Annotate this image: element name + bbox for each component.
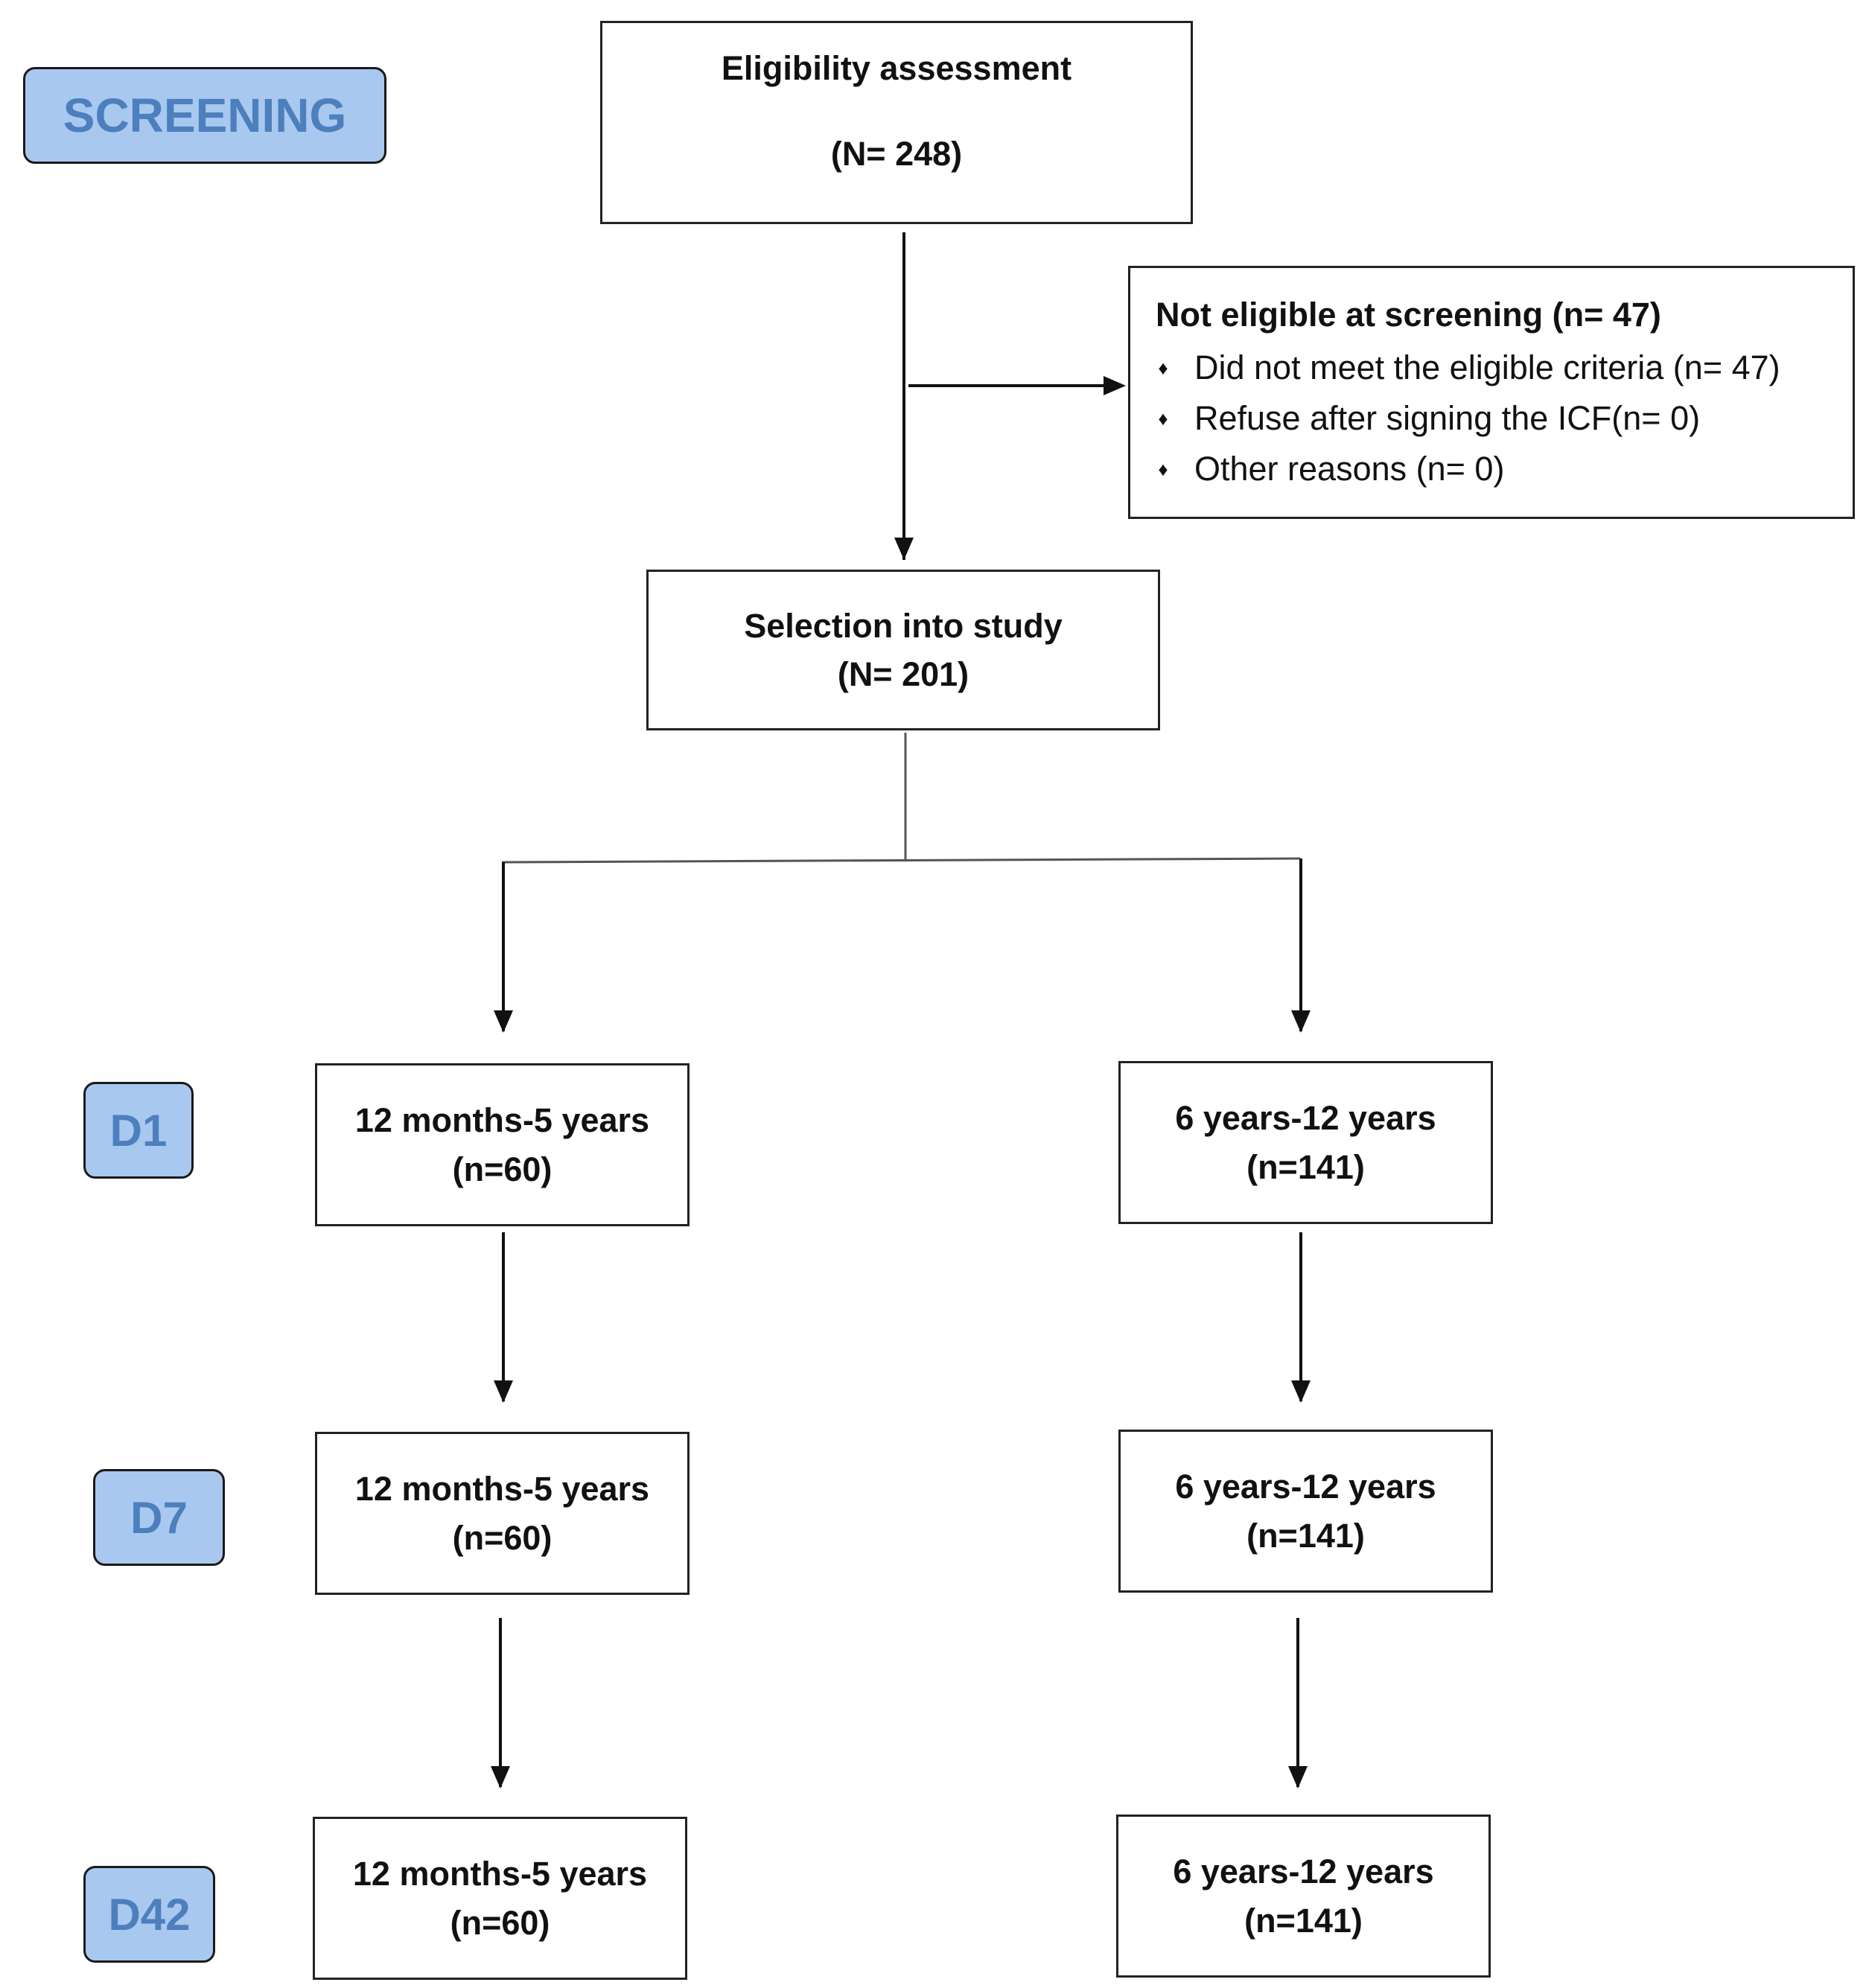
eligibility-assessment-box: Eligibility assessment (N= 248) <box>600 21 1193 224</box>
stage-label-d7-text: D7 <box>130 1492 188 1543</box>
list-item: ♦ Refuse after signing the ICF(n= 0) <box>1156 393 1853 444</box>
d7-younger-group-box: 12 months-5 years (n=60) <box>315 1432 690 1595</box>
selection-box: Selection into study (N= 201) <box>646 570 1160 730</box>
not-eligible-reasons-list: ♦ Did not meet the eligible criteria (n=… <box>1156 343 1853 494</box>
group-label: 12 months-5 years <box>352 1855 648 1893</box>
d42-younger-group-box: 12 months-5 years (n=60) <box>313 1817 687 1980</box>
group-count: (n=60) <box>450 1903 550 1942</box>
group-label: 6 years-12 years <box>1175 1099 1436 1138</box>
stage-label-d7: D7 <box>93 1469 225 1566</box>
group-label: 6 years-12 years <box>1175 1468 1436 1506</box>
group-count: (n=60) <box>452 1518 553 1557</box>
diamond-bullet-icon: ♦ <box>1158 356 1168 379</box>
group-count: (n=141) <box>1246 1516 1365 1555</box>
group-count: (n=60) <box>452 1150 553 1188</box>
arrowhead-d1-younger <box>494 1010 513 1033</box>
stage-label-d42-text: D42 <box>108 1889 191 1940</box>
diamond-bullet-icon: ♦ <box>1158 407 1168 430</box>
arrowhead-d1-older <box>1291 1010 1311 1033</box>
stage-label-d1: D1 <box>83 1082 194 1179</box>
list-item: ♦ Did not meet the eligible criteria (n=… <box>1156 343 1853 393</box>
d7-older-group-box: 6 years-12 years (n=141) <box>1118 1430 1493 1593</box>
not-eligible-reason: Did not meet the eligible criteria (n= 4… <box>1194 348 1780 386</box>
not-eligible-title: Not eligible at screening (n= 47) <box>1156 296 1661 334</box>
d1-older-group-box: 6 years-12 years (n=141) <box>1118 1061 1493 1224</box>
arrowhead-d42-younger <box>491 1766 510 1788</box>
d1-younger-group-box: 12 months-5 years (n=60) <box>315 1063 690 1226</box>
line-split-horizontal <box>501 857 1301 864</box>
arrowhead-d7-younger <box>494 1380 513 1403</box>
d42-older-group-box: 6 years-12 years (n=141) <box>1116 1815 1491 1978</box>
group-label: 12 months-5 years <box>354 1101 650 1140</box>
selection-title: Selection into study <box>744 606 1063 645</box>
stage-label-d42: D42 <box>83 1866 215 1963</box>
group-label: 6 years-12 years <box>1173 1852 1434 1891</box>
eligibility-count: (N= 248) <box>830 135 963 173</box>
arrowhead-d42-older <box>1288 1766 1308 1788</box>
arrowhead-d7-older <box>1291 1380 1311 1403</box>
group-label: 12 months-5 years <box>354 1470 650 1508</box>
arrowhead-not-eligible <box>1104 376 1126 395</box>
diamond-bullet-icon: ♦ <box>1158 457 1168 480</box>
not-eligible-reason: Other reasons (n= 0) <box>1194 450 1505 488</box>
stage-label-screening: SCREENING <box>23 67 386 164</box>
eligibility-title: Eligibility assessment <box>721 49 1072 87</box>
not-eligible-reason: Refuse after signing the ICF(n= 0) <box>1194 399 1701 437</box>
group-count: (n=141) <box>1246 1147 1365 1186</box>
group-count: (n=141) <box>1244 1901 1363 1940</box>
not-eligible-box: Not eligible at screening (n= 47) ♦ Did … <box>1128 266 1855 519</box>
arrowhead-selection <box>894 538 914 560</box>
stage-label-screening-text: SCREENING <box>63 89 347 142</box>
stage-label-d1-text: D1 <box>109 1105 168 1156</box>
selection-count: (N= 201) <box>837 655 969 693</box>
list-item: ♦ Other reasons (n= 0) <box>1156 444 1853 494</box>
